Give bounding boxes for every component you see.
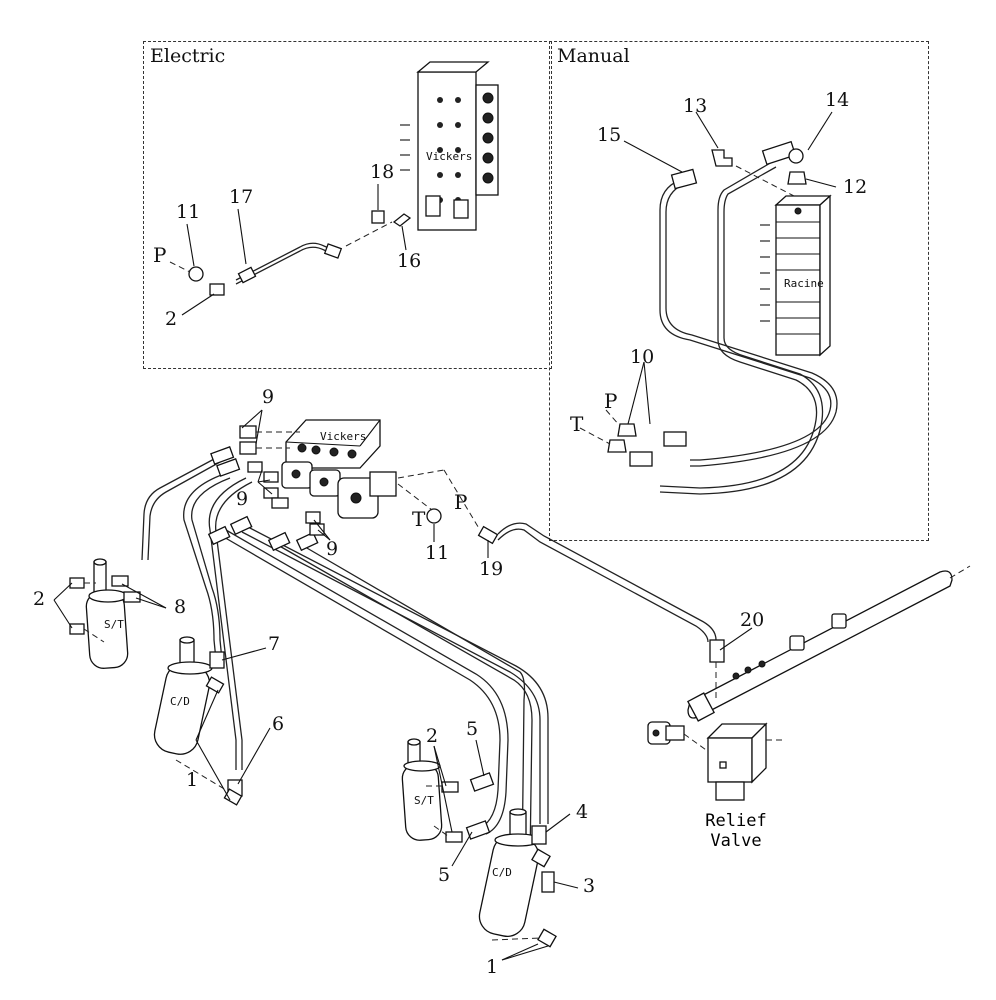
elbow-fitting [647, 721, 685, 745]
vickers-label-lower: Vickers [320, 430, 367, 443]
hose-17 [235, 242, 339, 281]
callout-10: 10 [630, 346, 655, 368]
fitting-2-st-lower [69, 623, 85, 635]
vickers-valve-main [281, 419, 397, 519]
relief-valve [706, 722, 768, 801]
fitting-11-main [426, 508, 442, 524]
manual-panel-title: Manual [557, 45, 630, 67]
cd-label-right: C/D [492, 866, 512, 879]
fitting-11-electric [188, 266, 204, 282]
manifold-tube [687, 565, 971, 722]
fitting-19 [477, 525, 499, 545]
hose-end-p [663, 431, 687, 447]
callout-1-right: 1 [486, 956, 499, 978]
callout-15: 15 [597, 124, 622, 146]
hose-to-st-left [141, 457, 217, 561]
fitting-16 [392, 213, 412, 227]
port-t-main: T [412, 507, 426, 531]
callout-7: 7 [268, 633, 281, 655]
callout-14: 14 [825, 89, 850, 111]
racine-valve-stack [760, 194, 832, 357]
fitting-18 [371, 210, 385, 224]
callout-3: 3 [583, 875, 596, 897]
vickers-label-upper: Vickers [426, 150, 473, 163]
cd-label-left: C/D [170, 695, 190, 708]
hose-19 [497, 522, 717, 641]
callout-9-bottom: 9 [326, 538, 339, 560]
manual-panel [549, 41, 929, 541]
hose-end-5-top [469, 772, 495, 792]
fitting-12 [787, 171, 807, 185]
racine-label: Racine [784, 277, 824, 290]
callout-5-top: 5 [466, 718, 479, 740]
manual-hose-tank [659, 161, 818, 489]
callout-1-left: 1 [186, 769, 199, 791]
cd-cylinder-left [153, 636, 213, 755]
st-label-left: S/T [104, 618, 124, 631]
hose-end-14 [761, 140, 797, 166]
st-label-right: S/T [414, 794, 434, 807]
callout-6: 6 [272, 713, 285, 735]
relief-valve-line2: Valve [710, 830, 762, 851]
electric-panel-title: Electric [150, 45, 226, 67]
port-p-main: P [454, 490, 468, 514]
callout-12: 12 [843, 176, 868, 198]
hose-to-cd-left-1 [183, 473, 225, 661]
callout-17: 17 [229, 186, 254, 208]
port-t-manual: T [570, 412, 584, 436]
hose-3 [275, 543, 533, 861]
fitting-15 [670, 168, 698, 190]
manual-hose-pressure [659, 179, 832, 461]
callout-9-top: 9 [262, 386, 275, 408]
fitting-20 [709, 639, 725, 663]
vickers-valve-electric [400, 61, 499, 231]
port-p-electric: P [153, 243, 167, 267]
fitting-10a [617, 423, 637, 437]
hose-to-cd-left-2 [208, 477, 247, 770]
fitting-2-st-upper [69, 577, 85, 589]
cd-cylinder-right [478, 808, 542, 937]
fitting-4 [531, 825, 547, 845]
callout-19: 19 [479, 558, 504, 580]
relief-valve-label: Relief Valve [696, 811, 776, 851]
fitting-2-st-right-a [441, 781, 459, 793]
hose-end-t [629, 451, 653, 467]
st-cylinder-left [85, 558, 129, 669]
callout-5-bottom: 5 [438, 864, 451, 886]
callout-13: 13 [683, 95, 708, 117]
relief-valve-line1: Relief [705, 811, 767, 831]
hose-4 [241, 531, 541, 824]
port-p-manual: P [604, 389, 618, 413]
fitting-13 [711, 149, 733, 167]
fitting-2-st-right-b [445, 831, 463, 843]
callout-11-main: 11 [425, 542, 450, 564]
hose-5-top [221, 535, 501, 829]
fitting-10b [607, 439, 627, 453]
fitting-2-electric [209, 283, 225, 296]
fitting-8b [123, 591, 141, 603]
callout-4: 4 [576, 801, 589, 823]
fittings-9 [207, 425, 325, 552]
fitting-7 [209, 651, 225, 669]
electric-panel [143, 41, 552, 369]
st-cylinder-right [401, 738, 443, 841]
callout-2-right: 2 [426, 725, 439, 747]
callout-8: 8 [174, 596, 187, 618]
callout-2-electric: 2 [165, 308, 178, 330]
fitting-3 [541, 871, 555, 893]
fitting-8a [111, 575, 129, 587]
callout-2-left: 2 [33, 588, 46, 610]
callout-20: 20 [740, 609, 765, 631]
hose-end-5-bottom [465, 820, 491, 840]
callout-11-electric: 11 [176, 201, 201, 223]
callout-9-mid: 9 [236, 488, 249, 510]
callout-18: 18 [370, 161, 395, 183]
callout-16: 16 [397, 250, 422, 272]
